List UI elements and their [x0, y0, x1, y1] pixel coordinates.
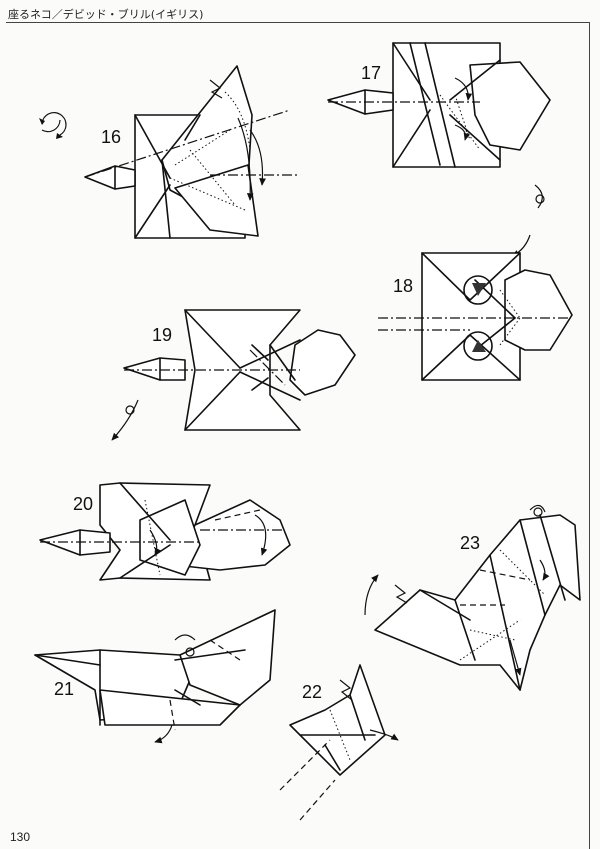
- step-23-diagram: [364, 504, 581, 691]
- right-margin-line: [589, 22, 590, 849]
- step-number-19: 19: [152, 325, 173, 345]
- step-22-diagram: [279, 664, 399, 821]
- page-number: 130: [10, 830, 31, 844]
- step-number-18: 18: [393, 276, 414, 296]
- rotate-arrow-icon: [39, 112, 67, 139]
- step-19-diagram: [123, 309, 356, 431]
- turn-over-icon: [111, 399, 139, 441]
- step-18-diagram: [378, 252, 573, 381]
- step-number-16: 16: [101, 127, 122, 147]
- step-number-23: 23: [460, 533, 481, 553]
- step-16-diagram: [84, 65, 300, 239]
- page-title: 座るネコ／デビッド・ブリル(イギリス): [8, 8, 204, 21]
- step-number-22: 22: [302, 682, 323, 702]
- step-number-20: 20: [73, 494, 94, 514]
- header-divider: [6, 22, 590, 23]
- step-21-diagram: [34, 609, 276, 744]
- step-number-17: 17: [361, 63, 382, 83]
- step-number-21: 21: [54, 679, 75, 699]
- step-17-diagram: [327, 42, 551, 168]
- turn-over-icon: [511, 184, 545, 257]
- step-20-diagram: [39, 482, 291, 581]
